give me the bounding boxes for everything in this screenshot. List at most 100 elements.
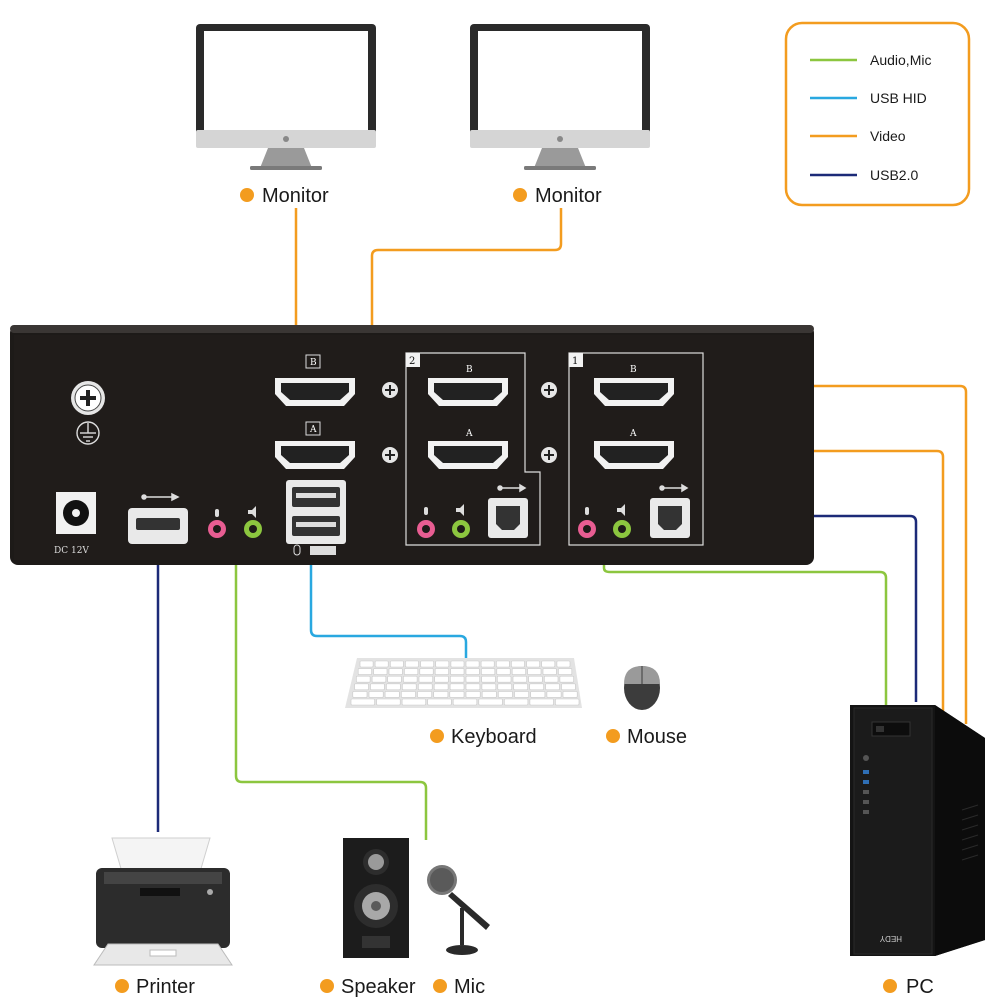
keyboard-key [481, 683, 497, 691]
panel-screws [382, 382, 557, 463]
keyboard-key [359, 660, 374, 668]
keyboard-key [513, 683, 528, 691]
keyboard-key [388, 668, 403, 675]
legend-item-usb2: USB2.0 [810, 167, 918, 183]
keyboard-key [373, 668, 388, 675]
svg-text:USB2.0: USB2.0 [870, 167, 918, 183]
cable-audio-pc [602, 532, 888, 710]
svg-text:1: 1 [572, 356, 578, 367]
output-hdmi-b: B [275, 354, 355, 406]
keyboard-key [374, 660, 389, 668]
keyboard-key [480, 660, 495, 668]
mic: Mic [427, 865, 490, 998]
keyboard-key [417, 691, 432, 698]
microphone-icon [427, 865, 490, 955]
keyboard-key [452, 698, 478, 706]
keyboard-key [528, 675, 543, 683]
keyboard-key [433, 683, 449, 691]
console-mic-port [208, 509, 226, 538]
svg-text:B: B [310, 358, 317, 368]
keyboard-key [529, 683, 544, 691]
cable-audio-speaker [234, 538, 428, 840]
keyboard-key [503, 698, 529, 706]
keyboard-key [371, 675, 387, 683]
keyboard-key [449, 675, 465, 683]
speaker-icon [343, 838, 409, 958]
speaker: Speaker [320, 838, 416, 998]
keyboard-key [450, 668, 465, 675]
keyboard-key [512, 675, 527, 683]
keyboard-key [556, 660, 571, 668]
svg-text:Video: Video [870, 128, 906, 144]
keyboard-key [387, 675, 402, 683]
keyboard-key [511, 668, 526, 675]
keyboard-key [555, 698, 580, 706]
keyboard-key [401, 683, 417, 691]
kvm-rear-panel: DC 12V B [10, 325, 814, 565]
console-usb-hid-ports [286, 480, 346, 556]
keyboard-key [449, 691, 465, 698]
cables [156, 208, 968, 840]
keyboard-key [561, 683, 576, 691]
usb-icon [141, 492, 180, 502]
power-jack: DC 12V [54, 492, 96, 556]
keyboard-key [497, 691, 513, 698]
keyboard-key [403, 675, 418, 683]
printer: Printer [93, 837, 233, 998]
keyboard-key [526, 660, 540, 668]
keyboard-key [405, 660, 419, 668]
keyboard-key [511, 660, 525, 668]
keyboard-key [546, 691, 562, 698]
keyboard-key [434, 668, 449, 675]
keyboard-key [352, 691, 368, 698]
monitor-left: Monitor [196, 24, 376, 207]
keyboard-key [376, 698, 401, 706]
keyboard-key [400, 691, 416, 698]
keyboard-key [427, 698, 452, 706]
svg-text:A: A [309, 425, 317, 435]
keyboard-key [354, 683, 369, 691]
keyboard-key [481, 675, 496, 683]
printer-icon [93, 837, 233, 966]
keyboard-key [356, 675, 371, 683]
keyboard-key [542, 668, 557, 675]
svg-text:USB HID: USB HID [870, 90, 927, 106]
keyboard-key [357, 668, 372, 675]
keyboard: Keyboard [345, 658, 582, 748]
cable-usb-hid-keyboard [309, 560, 468, 660]
keyboard-key [481, 668, 496, 675]
keyboard-key [465, 683, 481, 691]
mouse: Mouse [606, 666, 687, 748]
keyboard-key [558, 668, 573, 675]
keyboard-key [435, 660, 450, 668]
keyboard-key [465, 675, 480, 683]
speaker-label: Speaker [341, 976, 416, 998]
keyboard-key [404, 668, 419, 675]
keyboard-key [370, 683, 385, 691]
pc: HEDY PC [850, 705, 985, 998]
keyboard-key [541, 660, 556, 668]
keyboard-key [496, 675, 512, 683]
power-label: DC 12V [54, 546, 89, 556]
keyboard-key [465, 691, 481, 698]
keyboard-key [419, 668, 434, 675]
keyboard-key [465, 660, 480, 668]
cable-usb2-pc [700, 514, 918, 702]
keyboard-key [562, 691, 578, 698]
svg-text:A: A [465, 429, 473, 439]
svg-text:B: B [466, 365, 473, 375]
keyboard-key [368, 691, 384, 698]
keyboard-key [384, 691, 400, 698]
ground-screw-icon [71, 381, 105, 415]
keyboard-icon [345, 658, 582, 708]
keyboard-key [350, 698, 375, 706]
mouse-label: Mouse [627, 726, 687, 748]
keyboard-key [449, 683, 465, 691]
mouse-small-icon [293, 544, 301, 556]
keyboard-key [420, 660, 435, 668]
svg-text:2: 2 [409, 356, 415, 367]
output-hdmi-a: A [275, 421, 355, 469]
legend-item-video: Video [810, 128, 906, 144]
console-speaker-port [244, 506, 262, 538]
